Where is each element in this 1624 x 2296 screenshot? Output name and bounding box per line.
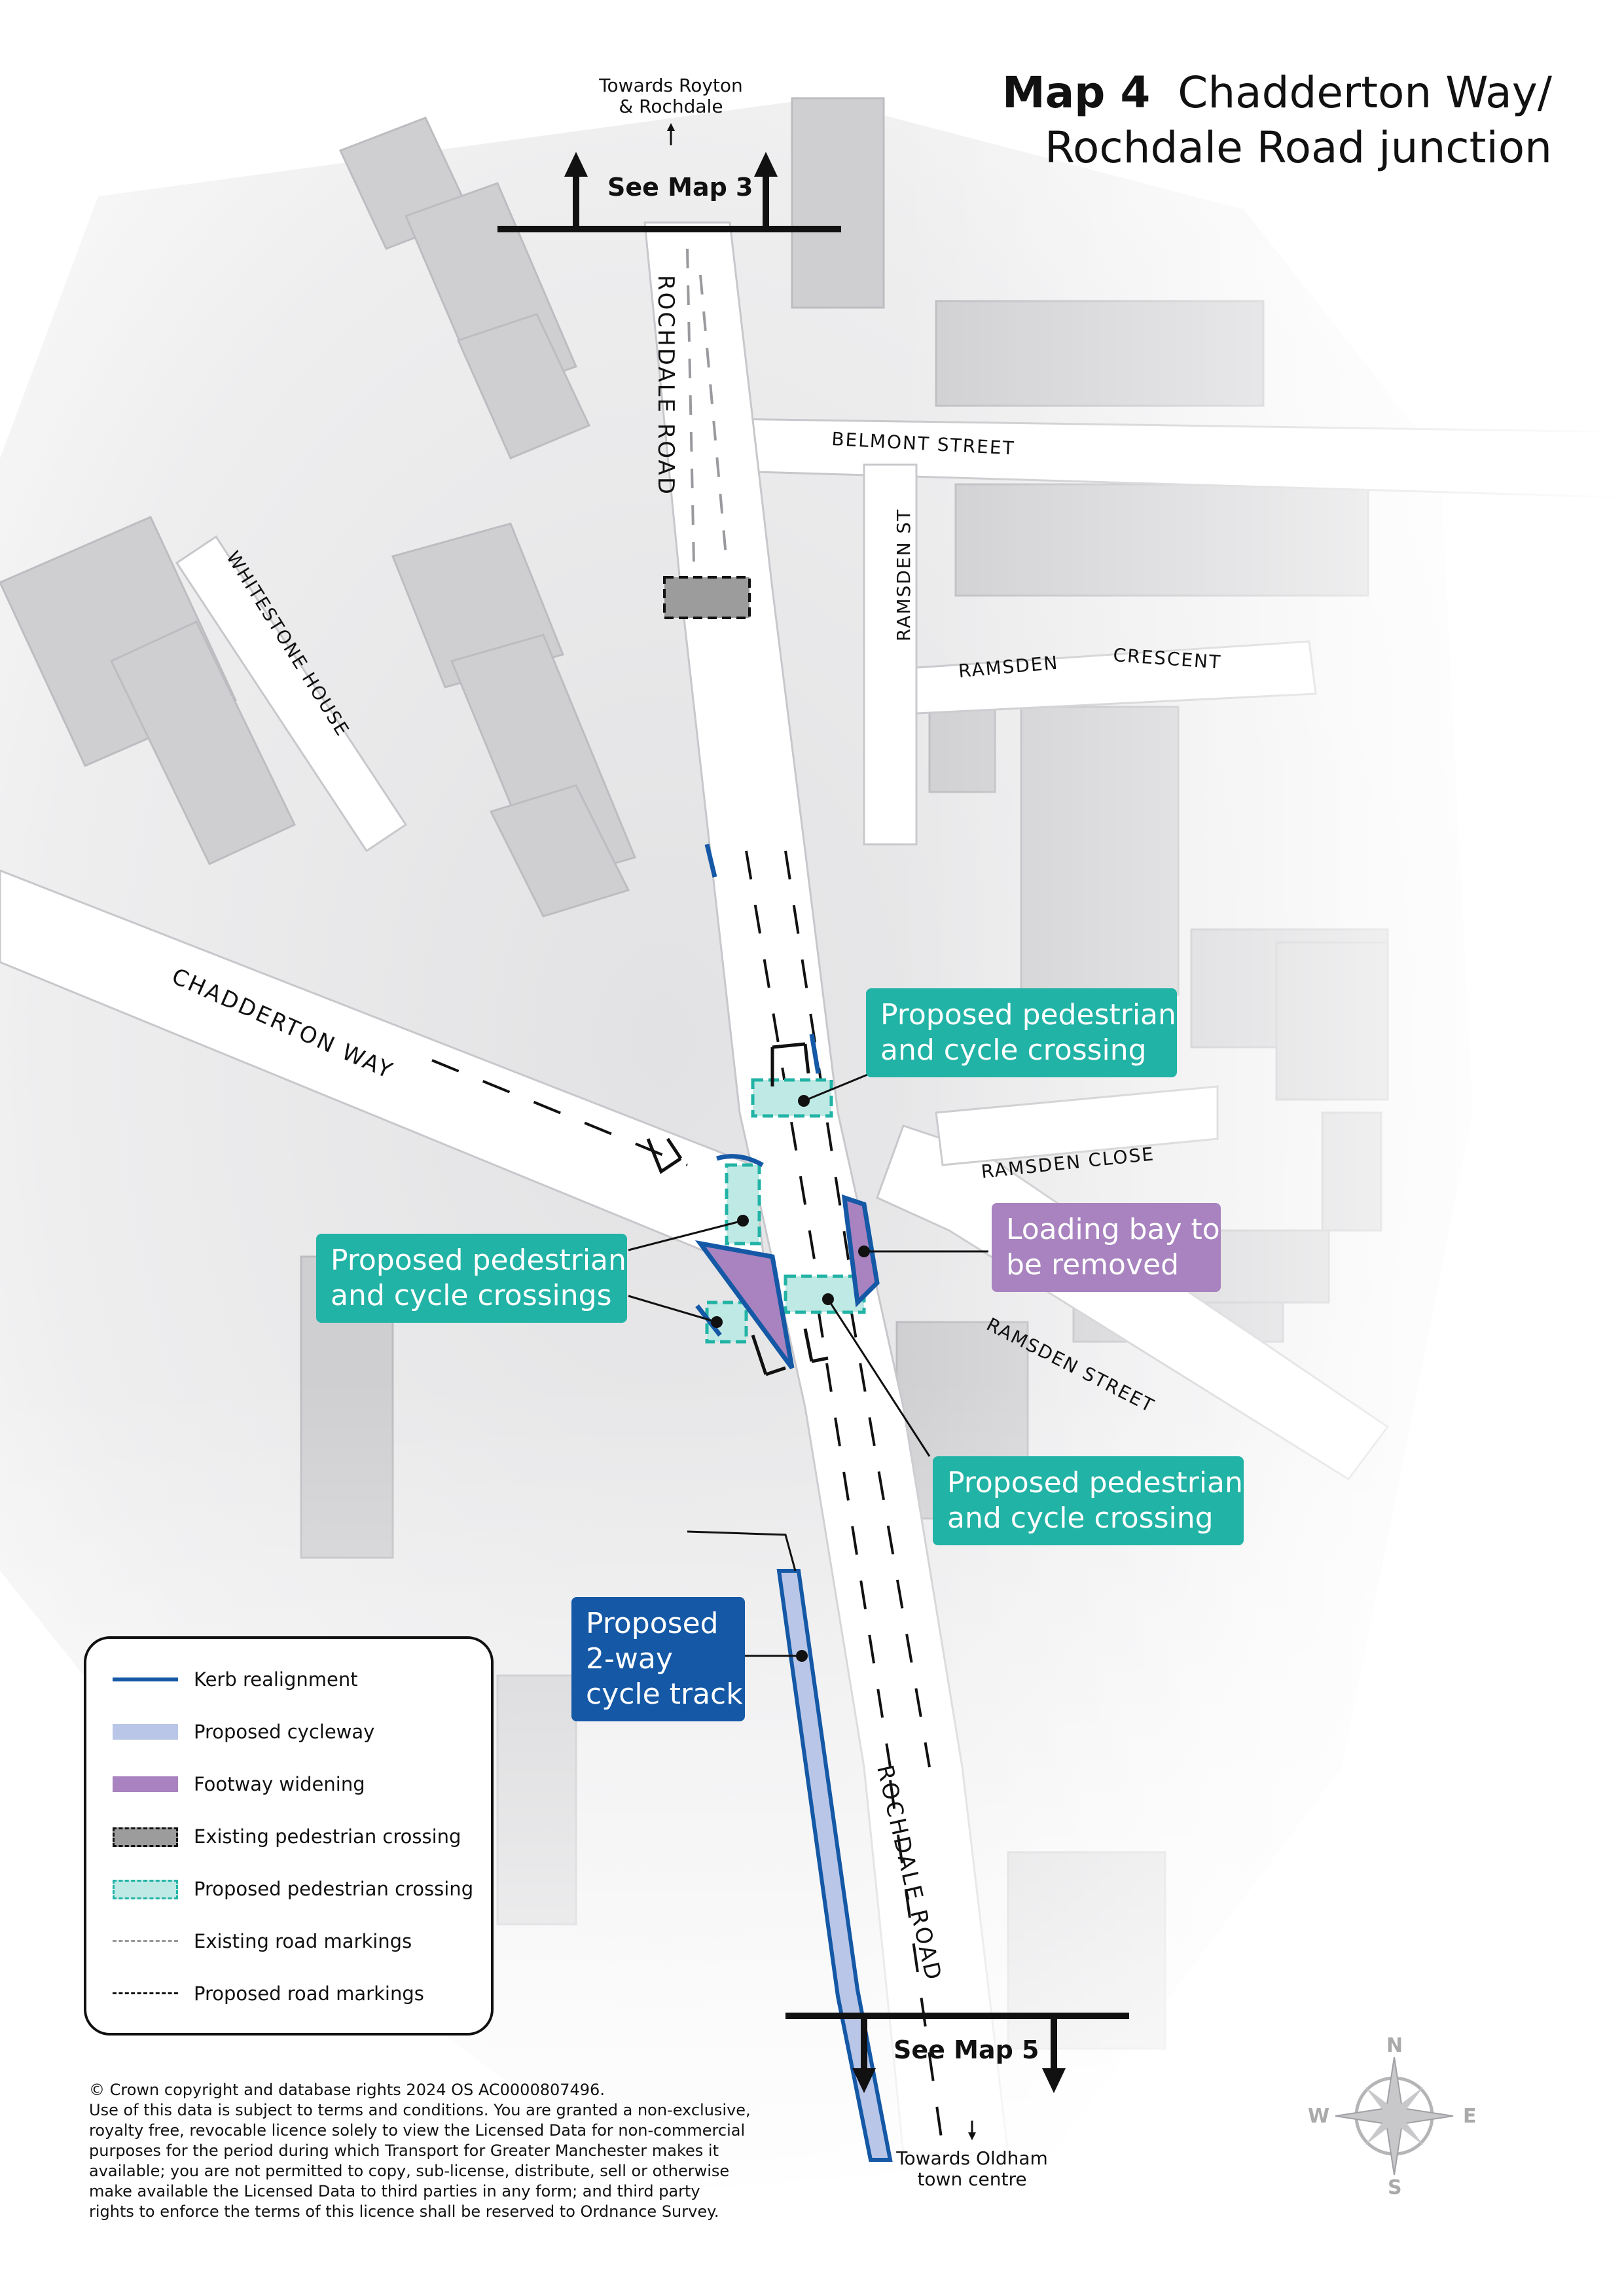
legend-kerb: Kerb realignment xyxy=(113,1666,358,1693)
label-rochdale-road-north: ROCHDALE ROAD xyxy=(653,275,679,496)
legend-existing-crossing: Existing pedestrian crossing xyxy=(113,1823,461,1850)
compass-rose-icon xyxy=(1335,2056,1454,2176)
compass-w: W xyxy=(1308,2105,1330,2128)
compass-e: E xyxy=(1463,2105,1477,2128)
map-title: Map 4 Chadderton Way/ Rochdale Road junc… xyxy=(1002,65,1552,175)
black-dashes-icon xyxy=(113,1982,178,2005)
compass-s: S xyxy=(1388,2176,1402,2199)
towards-oldham: Towards Oldham town centre xyxy=(896,2147,1048,2190)
stop-lines xyxy=(646,1042,829,1376)
kerb-line-icon xyxy=(113,1668,178,1691)
see-map-5-link[interactable]: See Map 5 xyxy=(893,2036,1039,2064)
compass-n: N xyxy=(1386,2034,1403,2057)
legend-proposed-crossing: Proposed pedestrian crossing xyxy=(113,1876,473,1902)
legend-existing-markings: Existing road markings xyxy=(113,1928,412,1954)
footway-band-icon xyxy=(113,1772,178,1796)
grey-dashed-box-icon xyxy=(113,1825,178,1848)
legend-proposed-markings: Proposed road markings xyxy=(113,1981,424,2007)
grey-dashes-icon xyxy=(113,1929,178,1953)
proposed-road-markings xyxy=(431,850,944,2147)
legend-footway: Footway widening xyxy=(113,1771,365,1797)
label-ramsden-st: RAMSDEN ST xyxy=(893,509,914,641)
title-line-1: Chadderton Way/ xyxy=(1178,67,1552,118)
bottom-nav-graphic xyxy=(785,2013,1129,2140)
map-legend: Kerb realignment Proposed cycleway Footw… xyxy=(84,1636,494,2036)
leader-lines xyxy=(628,1072,988,1657)
existing-ped-crossing xyxy=(663,576,751,619)
towards-royton: Towards Royton & Rochdale xyxy=(599,75,743,117)
cycleway-band-icon xyxy=(113,1720,178,1744)
copyright-notice: © Crown copyright and database rights 20… xyxy=(89,2081,751,2221)
map-number: Map 4 xyxy=(1001,67,1151,118)
top-nav-graphic xyxy=(497,123,841,232)
leader-dots xyxy=(711,1095,870,1662)
teal-dashed-box-icon xyxy=(113,1877,178,1901)
legend-cycleway: Proposed cycleway xyxy=(113,1719,374,1745)
footway-widening xyxy=(695,1194,880,1370)
see-map-3-link[interactable]: See Map 3 xyxy=(607,173,753,202)
title-line-2: Rochdale Road junction xyxy=(1045,122,1552,173)
proposed-cycleway xyxy=(776,1569,893,2162)
existing-road-markings xyxy=(686,248,728,564)
